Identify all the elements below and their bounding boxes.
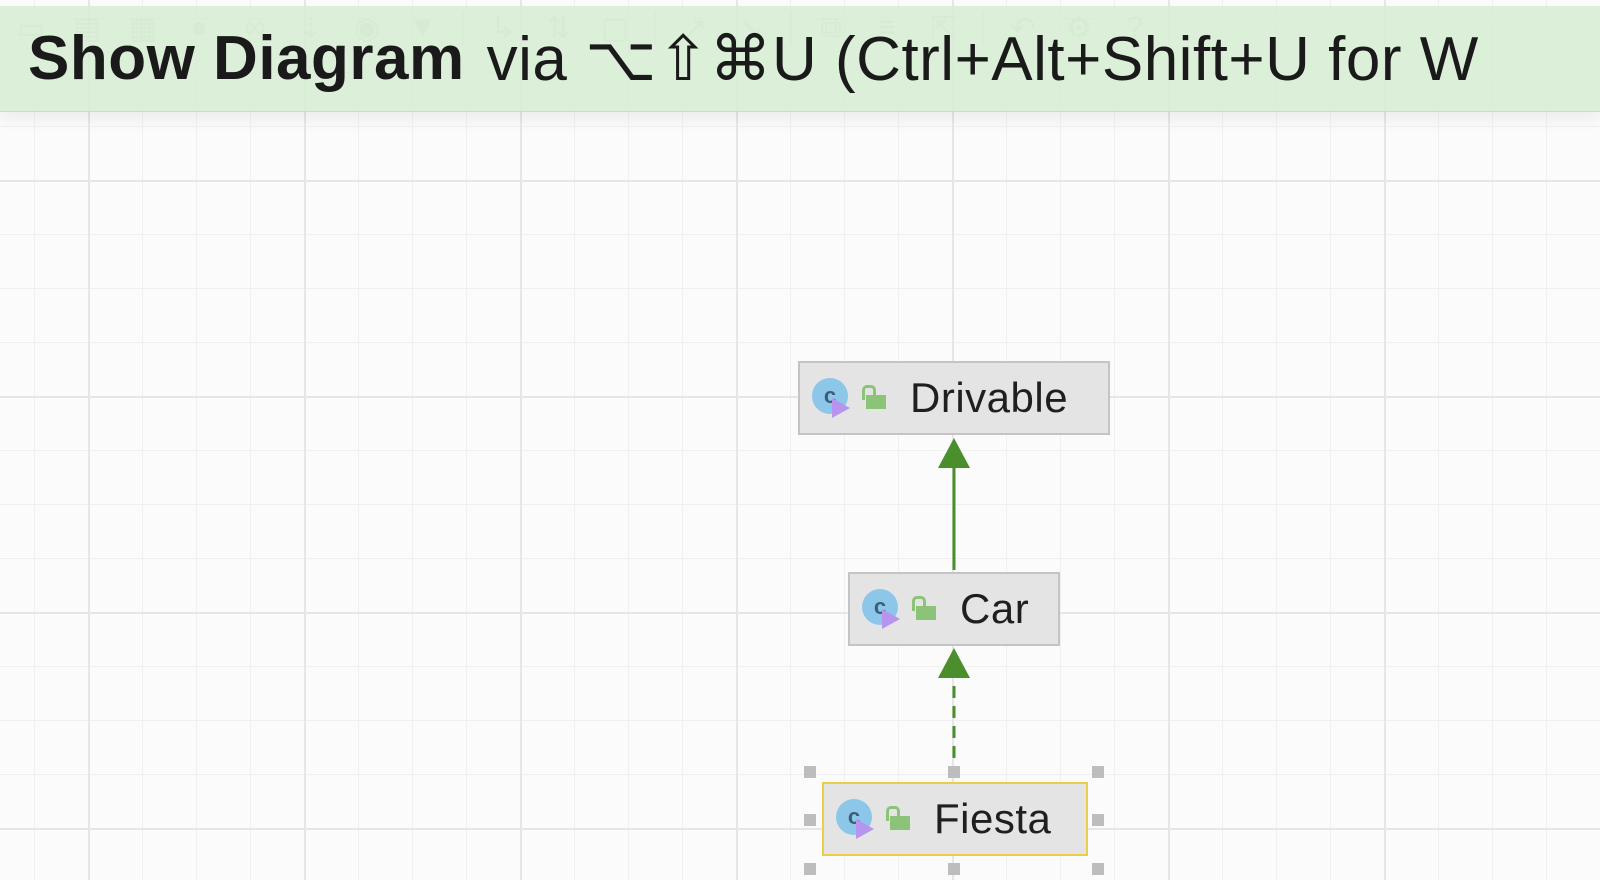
node-car[interactable]: c Car: [848, 572, 1060, 646]
resize-handle-bottom[interactable]: [948, 863, 960, 875]
public-lock-icon: [912, 596, 936, 622]
class-icon: c: [836, 799, 876, 839]
shortcut-banner: Show Diagram via ⌥⇧⌘U (Ctrl+Alt+Shift+U …: [0, 6, 1600, 112]
interface-icon: c: [812, 378, 852, 418]
public-lock-icon: [862, 385, 886, 411]
resize-handle-top[interactable]: [948, 766, 960, 778]
resize-handle-top-left[interactable]: [804, 766, 816, 778]
node-drivable[interactable]: c Drivable: [798, 361, 1110, 435]
node-label: Car: [960, 585, 1030, 632]
resize-handle-right[interactable]: [1092, 814, 1104, 826]
resize-handle-bottom-left[interactable]: [804, 863, 816, 875]
node-fiesta[interactable]: c Fiesta: [822, 782, 1088, 856]
node-label: Fiesta: [934, 795, 1052, 842]
edge-arrowhead-car: [938, 648, 970, 678]
banner-title-rest: via ⌥⇧⌘U (Ctrl+Alt+Shift+U for W: [486, 25, 1479, 94]
resize-handle-bottom-right[interactable]: [1092, 863, 1104, 875]
resize-handle-left[interactable]: [804, 814, 816, 826]
public-lock-icon: [886, 806, 910, 832]
resize-handle-top-right[interactable]: [1092, 766, 1104, 778]
class-icon: c: [862, 589, 902, 629]
banner-title-bold: Show Diagram: [28, 24, 465, 93]
edge-arrowhead-drivable: [938, 438, 970, 468]
node-label: Drivable: [910, 374, 1069, 421]
